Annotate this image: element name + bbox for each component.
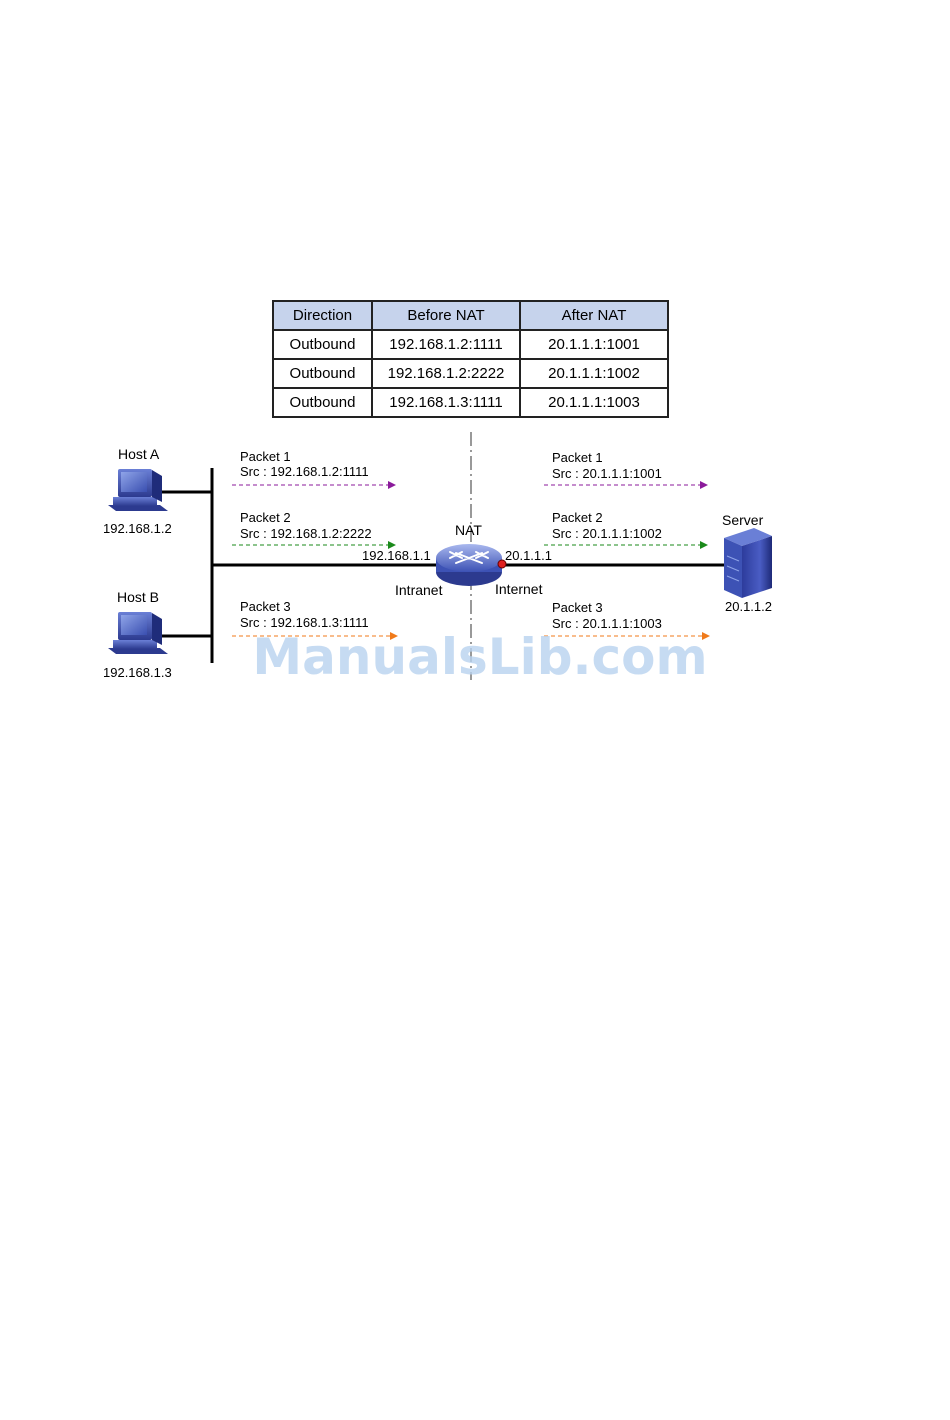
host-a: Host A 192.168.1.2 (103, 446, 172, 536)
packet-inside-1: Packet 1 Src : 192.168.1.2:1111 (232, 449, 396, 489)
packet-src: Src : 20.1.1.1:1002 (552, 526, 662, 541)
table-cell-after-nat: 20.1.1.1:1003 (519, 387, 669, 418)
packet-src: Src : 20.1.1.1:1001 (552, 466, 662, 481)
packet-inside-3: Packet 3 Src : 192.168.1.3:1111 (232, 599, 398, 640)
packet-outside-2: Packet 2 Src : 20.1.1.1:1002 (544, 510, 708, 549)
table-row: Outbound 192.168.1.3:1111 20.1.1.1:1003 (272, 387, 669, 418)
column-header-direction: Direction (272, 300, 373, 331)
table-cell-after-nat: 20.1.1.1:1002 (519, 358, 669, 389)
packet-src: Src : 192.168.1.3:1111 (240, 615, 369, 630)
host-a-label: Host A (118, 446, 160, 462)
table-cell-before-nat: 192.168.1.2:1111 (371, 329, 521, 360)
packet-name: Packet 3 (552, 600, 603, 615)
packet-src: Src : 192.168.1.2:1111 (240, 464, 369, 479)
packet-name: Packet 2 (240, 510, 291, 525)
nat-mapping-table: Direction Before NAT After NAT Outbound … (272, 300, 669, 418)
table-row: Outbound 192.168.1.2:2222 20.1.1.1:1002 (272, 358, 669, 389)
table-row: Outbound 192.168.1.2:1111 20.1.1.1:1001 (272, 329, 669, 360)
column-header-after-nat: After NAT (519, 300, 669, 331)
host-b: Host B 192.168.1.3 (103, 589, 172, 680)
zone-label-intranet: Intranet (395, 582, 443, 598)
router-icon (436, 544, 502, 586)
nat-inside-ip: 192.168.1.1 (362, 548, 431, 563)
watermark-text: ManualsLib.com (252, 628, 707, 686)
table-cell-before-nat: 192.168.1.3:1111 (371, 387, 521, 418)
computer-icon (108, 469, 168, 511)
packet-inside-2: Packet 2 Src : 192.168.1.2:2222 (232, 510, 396, 549)
packet-name: Packet 1 (552, 450, 603, 465)
packet-outside-3: Packet 3 Src : 20.1.1.1:1003 (544, 600, 710, 640)
table-cell-direction: Outbound (272, 387, 373, 418)
table-cell-direction: Outbound (272, 329, 373, 360)
server: Server 20.1.1.2 (722, 512, 772, 614)
server-icon (724, 528, 772, 598)
table-header-row: Direction Before NAT After NAT (272, 300, 669, 331)
computer-icon (108, 612, 168, 654)
host-b-label: Host B (117, 589, 159, 605)
table-cell-after-nat: 20.1.1.1:1001 (519, 329, 669, 360)
outside-interface-dot (497, 559, 507, 569)
packet-name: Packet 2 (552, 510, 603, 525)
packet-outside-1: Packet 1 Src : 20.1.1.1:1001 (544, 450, 708, 489)
nat-router: NAT 192.168.1.1 20.1.1.1 (362, 522, 552, 586)
host-a-ip: 192.168.1.2 (103, 521, 172, 536)
server-label: Server (722, 512, 764, 528)
server-ip: 20.1.1.2 (725, 599, 772, 614)
table-cell-direction: Outbound (272, 358, 373, 389)
packet-src: Src : 20.1.1.1:1003 (552, 616, 662, 631)
host-b-ip: 192.168.1.3 (103, 665, 172, 680)
table-cell-before-nat: 192.168.1.2:2222 (371, 358, 521, 389)
nat-label: NAT (455, 522, 482, 538)
nat-outside-ip: 20.1.1.1 (505, 548, 552, 563)
packet-src: Src : 192.168.1.2:2222 (240, 526, 372, 541)
zone-label-internet: Internet (495, 581, 543, 597)
column-header-before-nat: Before NAT (371, 300, 521, 331)
packet-name: Packet 3 (240, 599, 291, 614)
packet-name: Packet 1 (240, 449, 291, 464)
